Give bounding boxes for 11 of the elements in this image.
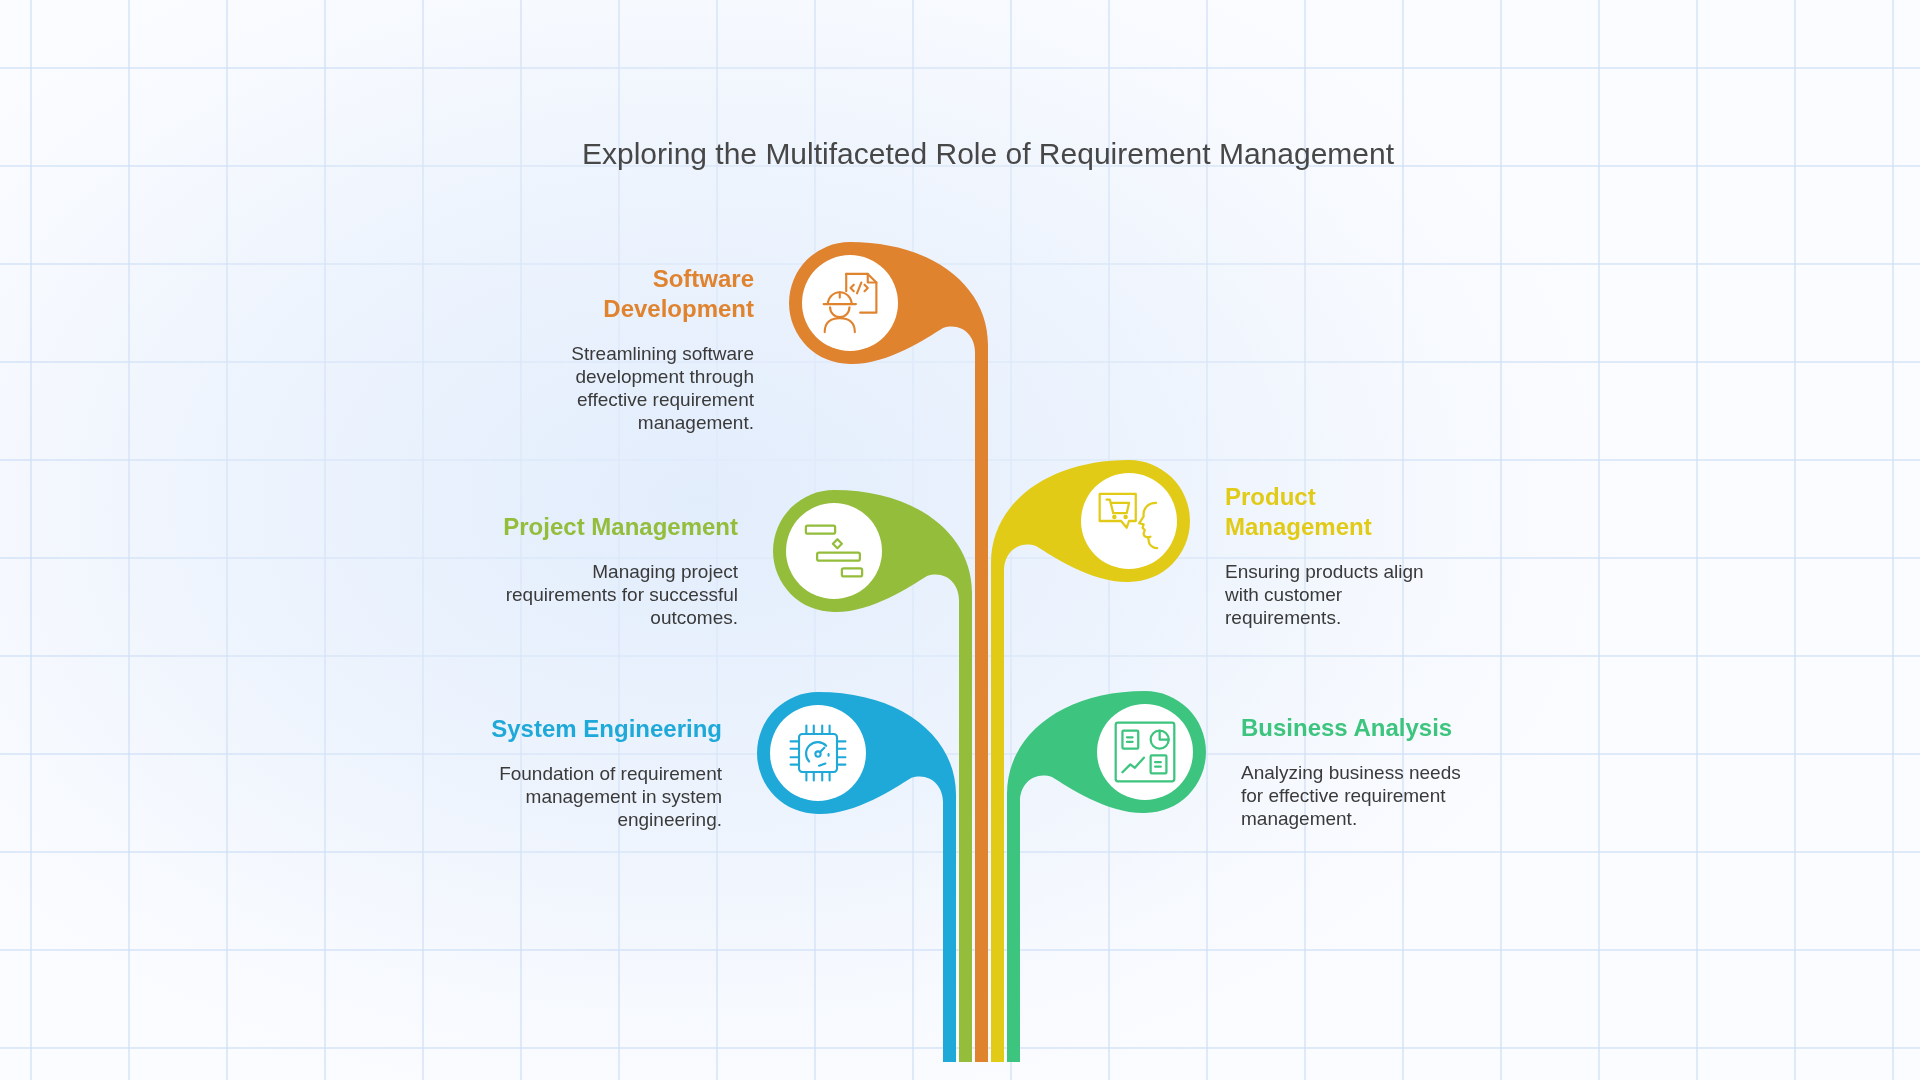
description-text: Managing project requirements for successful outcomes.	[504, 560, 738, 629]
title: Exploring the Multifaceted Role of Requirement Management	[580, 136, 1396, 172]
category-heading: Project Management	[502, 512, 738, 542]
category-heading: System Engineering	[490, 714, 722, 744]
category-heading: Business Analysis	[1241, 713, 1454, 743]
description-text: Analyzing business needs for effective requirement management.	[1241, 761, 1462, 830]
category-heading: Software Development	[602, 264, 754, 324]
description-text: Streamlining software development through effective requirement management.	[570, 342, 754, 434]
description-text: Ensuring products align with customer requirements.	[1225, 560, 1425, 629]
description-text: Foundation of requirement management in system engineering.	[498, 762, 722, 831]
category-heading: Product Management	[1225, 482, 1373, 542]
